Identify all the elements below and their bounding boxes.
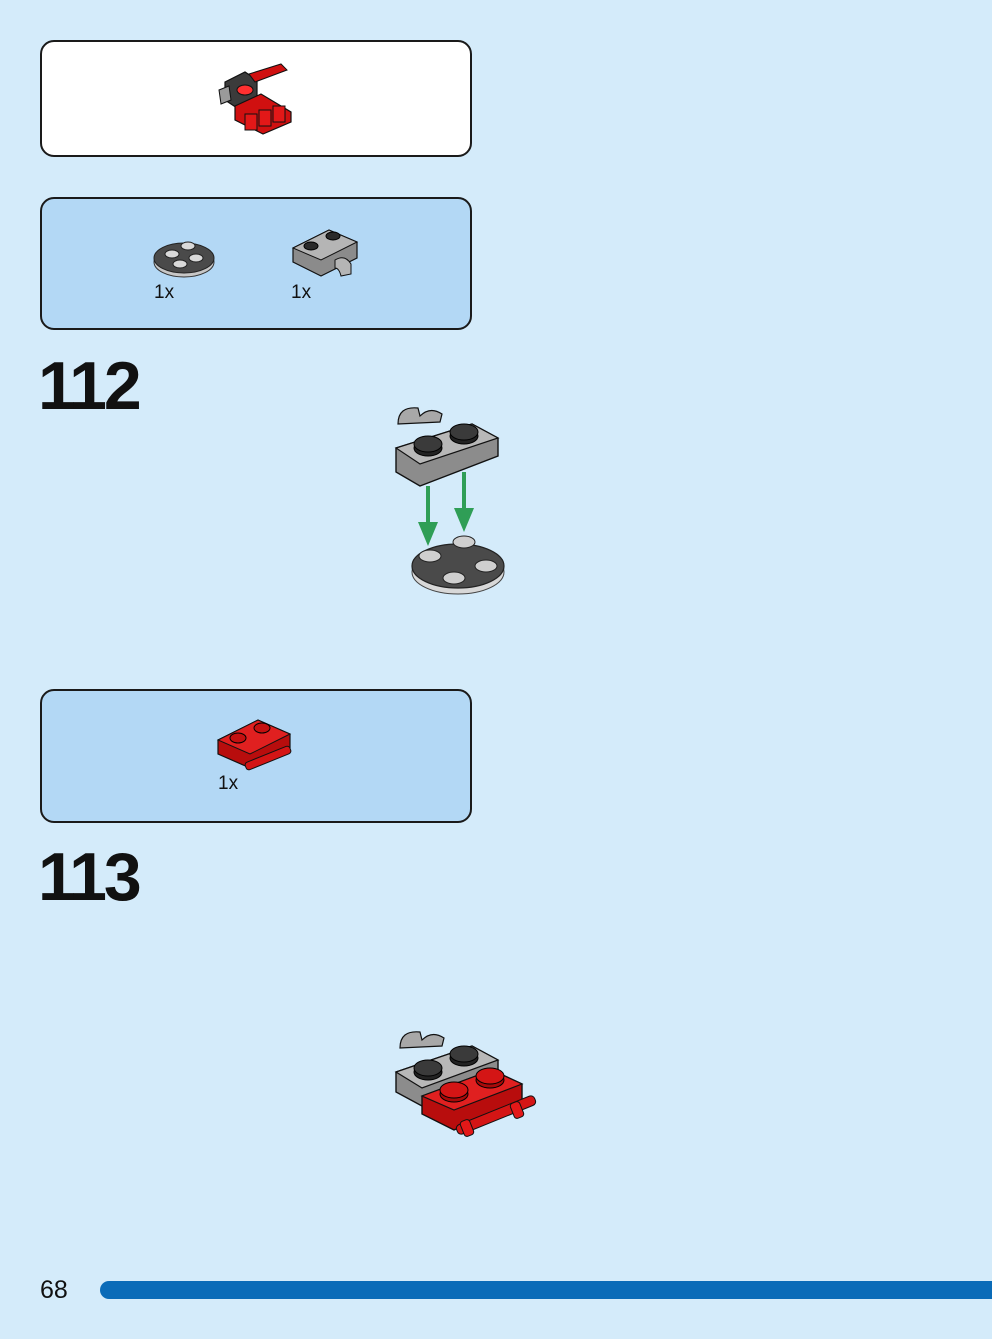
part-quantity: 1x bbox=[218, 773, 239, 794]
step-112-build-illustration bbox=[394, 407, 505, 595]
part-quantity: 1x bbox=[154, 282, 175, 303]
plate-clip-1x2-gray-icon bbox=[291, 229, 359, 277]
plate-bar-1x2-red-icon bbox=[216, 719, 292, 771]
red-arm-assembly-icon bbox=[218, 63, 292, 135]
part-quantity: 1x bbox=[291, 282, 312, 303]
step-number-112: 112 bbox=[38, 348, 142, 424]
page-progress-bar bbox=[100, 1281, 992, 1299]
step-113-build-illustration bbox=[394, 1031, 537, 1137]
round-plate-2x2-dark-gray-icon bbox=[153, 241, 215, 278]
parts-list-step-112 bbox=[40, 197, 472, 330]
page-number: 68 bbox=[40, 1276, 68, 1304]
step-number-113: 113 bbox=[38, 839, 142, 915]
